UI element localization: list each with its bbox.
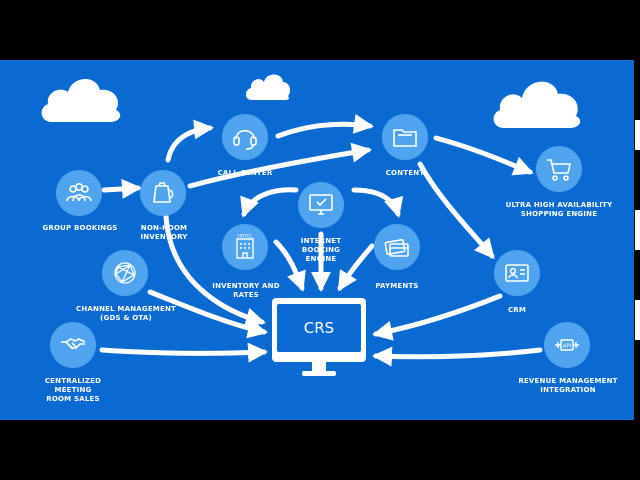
node-crm	[494, 250, 540, 296]
arrow-channel-to-crs	[147, 289, 268, 339]
label-internet-booking-engine: INTERNET BOOKING ENGINE	[300, 237, 342, 263]
label-non-room-inventory: NON-ROOM INVENTORY	[140, 224, 188, 241]
crs-label: CRS	[277, 304, 361, 352]
label-channel-management: CHANNEL MANAGEMENT (GDS & OTA)	[76, 305, 176, 322]
node-call-center	[222, 114, 268, 160]
node-group-bookings	[56, 170, 102, 216]
label-centralized-meeting: CENTRALIZED MEETING ROOM SALES	[44, 377, 102, 403]
node-ultra-high-availability	[536, 146, 582, 192]
arrow-ibe-to-payments	[351, 187, 404, 218]
crs-monitor: CRS	[272, 298, 366, 380]
hotel-building-icon: HOTEL	[236, 234, 254, 259]
node-non-room-inventory	[140, 170, 186, 216]
node-internet-booking-engine	[298, 182, 344, 228]
node-content	[382, 114, 428, 160]
label-crm: CRM	[507, 306, 527, 314]
cloud-right	[493, 81, 581, 128]
headset-icon	[233, 129, 257, 150]
arrow-ibe-to-inventory	[240, 187, 299, 218]
arrow-inventory-to-crs	[273, 239, 306, 292]
arrow-meeting-to-crs	[99, 342, 268, 363]
monitor-check-icon	[309, 194, 333, 215]
hotel-sign: HOTEL	[237, 234, 253, 240]
node-inventory-and-rates: HOTEL	[222, 224, 268, 270]
api-badge: API	[563, 344, 572, 350]
handshake-icon	[61, 338, 86, 350]
arrow-payments-to-crs	[337, 243, 375, 292]
credit-cards-icon	[384, 238, 409, 257]
diagram-canvas: GROUP BOOKINGS NON-ROOM INVENTORY CALL C…	[0, 60, 640, 420]
label-inventory-and-rates: INVENTORY AND RATES	[212, 282, 280, 299]
label-payments: PAYMENTS	[375, 282, 419, 290]
arrow-content-to-ultra	[433, 135, 534, 176]
node-payments	[374, 224, 420, 270]
arrow-nonroom-to-callcenter	[165, 119, 214, 163]
api-plug-icon: API	[555, 339, 579, 351]
network-globe-icon	[114, 262, 136, 284]
crs-monitor-screen: CRS	[272, 298, 366, 362]
arrow-revenue-to-crs	[372, 346, 543, 367]
label-revenue-management: REVENUE MANAGEMENT INTEGRATION	[518, 377, 618, 394]
label-ultra-high-availability: ULTRA HIGH AVAILABILITY SHOPPING ENGINE	[505, 201, 613, 218]
crs-monitor-base	[302, 371, 336, 376]
label-content: CONTENT	[385, 169, 425, 177]
connection-arrows	[99, 113, 543, 367]
id-card-icon	[505, 264, 529, 282]
node-channel-management	[102, 250, 148, 296]
crs-monitor-neck	[312, 362, 326, 372]
arrow-content-to-crm	[417, 161, 495, 260]
shopping-cart-icon	[547, 159, 571, 181]
right-edge-strip	[634, 60, 640, 420]
arrow-nonroom-to-crs	[163, 213, 266, 328]
arrow-group-to-nonroom	[101, 178, 142, 199]
label-group-bookings: GROUP BOOKINGS	[42, 224, 118, 232]
node-centralized-meeting	[50, 322, 96, 368]
arrow-crm-to-crs	[372, 293, 503, 341]
cloud-left	[41, 78, 121, 122]
people-group-icon	[66, 183, 92, 202]
arrow-callcenter-to-content	[275, 113, 374, 139]
arrow-nonroom-to-content	[187, 142, 372, 189]
label-call-center: CALL CENTER	[217, 169, 273, 177]
folder-icon	[393, 129, 417, 147]
kettle-icon	[153, 182, 174, 203]
node-revenue-management: API	[544, 322, 590, 368]
cloud-middle	[245, 74, 291, 100]
